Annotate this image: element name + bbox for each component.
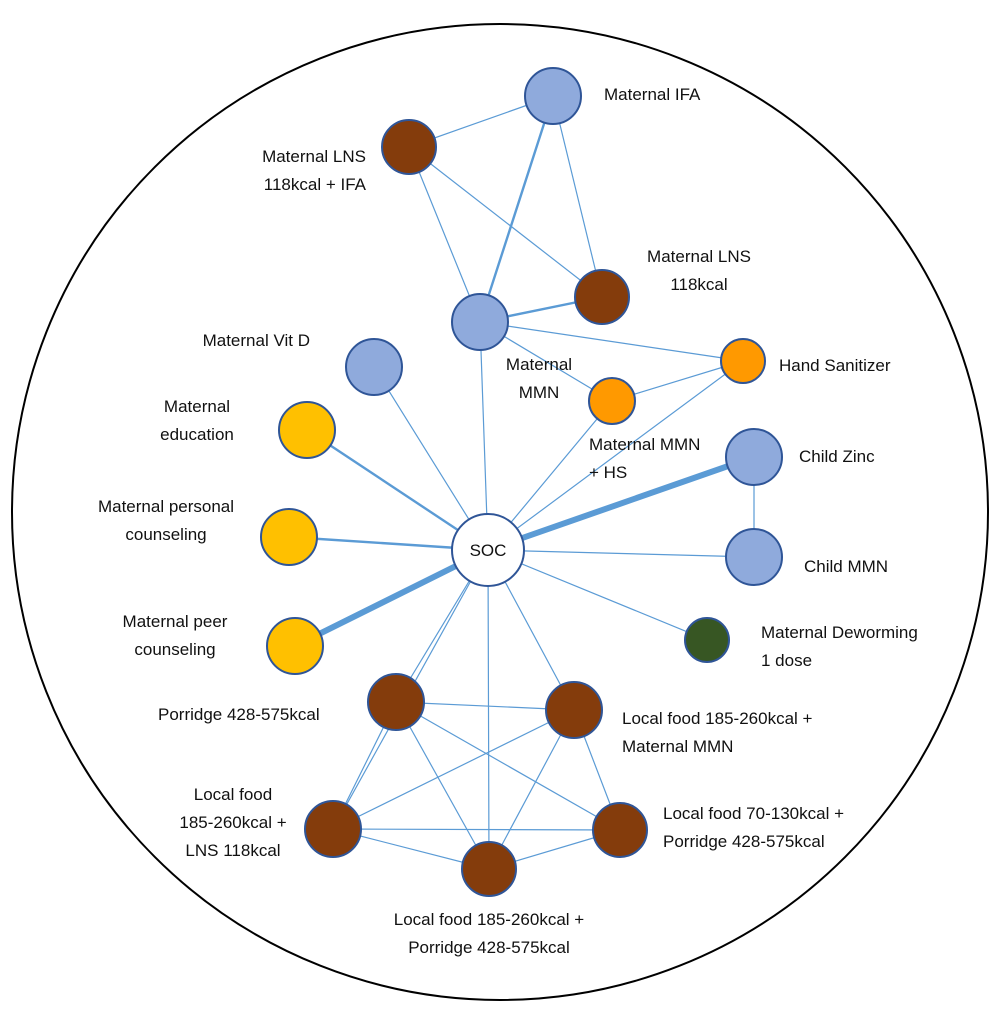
label-line: Local food 70-130kcal + — [663, 804, 844, 823]
node-maternal-personal-counseling — [260, 508, 318, 566]
label-local-food-185-porridge: Local food 185-260kcal + Porridge 428-575… — [394, 910, 585, 957]
label-line: Maternal peer — [123, 612, 228, 631]
edge-porridge-to-local-food-mmn — [395, 701, 575, 711]
label-line: 185-260kcal + — [179, 813, 286, 832]
label-line: Maternal MMN — [622, 737, 733, 756]
node-maternal-mmn — [451, 293, 509, 351]
node-maternal-peer-counseling — [266, 617, 324, 675]
labels-layer: SOC Maternal IFA Maternal LNS 118kcal + IFA… — [98, 85, 918, 957]
edge-soc-to-child-mmn — [487, 549, 755, 558]
label-line: Maternal Vit D — [203, 331, 310, 350]
outer-boundary-circle — [11, 23, 989, 1001]
label-child-zinc: Child Zinc — [799, 447, 875, 466]
label-line: Porridge 428-575kcal — [663, 832, 825, 851]
label-line: Local food 185-260kcal + — [622, 709, 813, 728]
edge-maternal-ifa-to-maternal-mmn — [478, 94, 555, 324]
label-line: Hand Sanitizer — [779, 356, 891, 375]
label-line: + HS — [589, 463, 627, 482]
label-line: Maternal Deworming — [761, 623, 918, 642]
node-local-food-lns — [304, 800, 362, 858]
node-local-food-mmn — [545, 681, 603, 739]
label-child-mmn: Child MMN — [804, 557, 888, 576]
label-local-food-mmn: Local food 185-260kcal + Maternal MMN — [622, 709, 813, 756]
label-maternal-mmn-hs: Maternal MMN + HS — [589, 435, 700, 482]
label-line: Maternal LNS — [262, 147, 366, 166]
edge-porridge-to-local-food-185-porridge — [395, 701, 490, 870]
label-soc: SOC — [470, 541, 507, 560]
edge-local-food-lns-to-local-food-70-porridge — [332, 828, 621, 831]
edge-local-food-mmn-to-local-food-185-porridge — [488, 709, 575, 870]
node-maternal-vit-d — [345, 338, 403, 396]
edge-soc-to-maternal-mmn — [479, 321, 489, 551]
node-child-mmn — [725, 528, 783, 586]
label-local-food-70-porridge: Local food 70-130kcal + Porridge 428-575k… — [663, 804, 844, 851]
label-line: Child Zinc — [799, 447, 875, 466]
node-maternal-lns — [574, 269, 630, 325]
edge-soc-to-hand-sanitizer — [487, 360, 744, 551]
label-maternal-deworming: Maternal Deworming 1 dose — [761, 623, 918, 670]
label-line: education — [160, 425, 234, 444]
edge-maternal-lns-ifa-to-maternal-mmn — [408, 146, 481, 323]
node-maternal-education — [278, 401, 336, 459]
edge-soc-to-local-food-185-porridge — [487, 549, 490, 870]
label-line: LNS 118kcal — [185, 841, 280, 860]
label-line: 118kcal + IFA — [264, 175, 367, 194]
label-line: Maternal LNS — [647, 247, 751, 266]
label-maternal-personal-counseling: Maternal personal counseling — [98, 497, 234, 544]
label-line: Porridge 428-575kcal — [158, 705, 320, 724]
edge-soc-to-child-zinc — [485, 454, 757, 553]
node-local-food-185-porridge — [461, 841, 517, 897]
label-line: MMN — [519, 383, 560, 402]
label-maternal-vit-d: Maternal Vit D — [203, 331, 310, 350]
nodes-layer — [260, 67, 783, 897]
label-hand-sanitizer: Hand Sanitizer — [779, 356, 891, 375]
label-line: Child MMN — [804, 557, 888, 576]
label-porridge: Porridge 428-575kcal — [158, 705, 320, 724]
label-maternal-peer-counseling: Maternal peer counseling — [123, 612, 228, 659]
node-maternal-lns-ifa — [381, 119, 437, 175]
edge-porridge-to-local-food-70-porridge — [395, 701, 621, 831]
label-line: 1 dose — [761, 651, 812, 670]
node-local-food-70-porridge — [592, 802, 648, 858]
label-line: Maternal IFA — [604, 85, 701, 104]
label-line: counseling — [125, 525, 206, 544]
label-line: Maternal — [164, 397, 230, 416]
edge-maternal-lns-ifa-to-maternal-lns — [408, 146, 603, 298]
edge-local-food-mmn-to-local-food-lns — [332, 709, 575, 830]
label-maternal-lns: Maternal LNS 118kcal — [647, 247, 751, 294]
label-line: Local food 185-260kcal + — [394, 910, 585, 929]
node-hand-sanitizer — [720, 338, 766, 384]
label-line: 118kcal — [670, 275, 727, 294]
edge-soc-to-maternal-deworming — [487, 549, 708, 641]
label-line: counseling — [134, 640, 215, 659]
edge-maternal-mmn-to-hand-sanitizer — [479, 321, 744, 362]
label-line: SOC — [470, 541, 507, 560]
label-line: Local food — [194, 785, 272, 804]
label-line: Maternal — [506, 355, 572, 374]
node-maternal-ifa — [524, 67, 582, 125]
node-porridge — [367, 673, 425, 731]
label-maternal-lns-ifa: Maternal LNS 118kcal + IFA — [262, 147, 367, 194]
node-child-zinc — [725, 428, 783, 486]
edge-maternal-ifa-to-maternal-lns — [552, 95, 603, 298]
label-line: Maternal MMN — [589, 435, 700, 454]
label-maternal-ifa: Maternal IFA — [604, 85, 701, 104]
node-soc — [451, 513, 525, 587]
node-maternal-deworming — [684, 617, 730, 663]
label-maternal-education: Maternal education — [160, 397, 234, 444]
label-line: Porridge 428-575kcal — [408, 938, 570, 957]
label-line: Maternal personal — [98, 497, 234, 516]
node-maternal-mmn-hs — [588, 377, 636, 425]
label-local-food-lns: Local food 185-260kcal + LNS 118kcal — [179, 785, 286, 860]
